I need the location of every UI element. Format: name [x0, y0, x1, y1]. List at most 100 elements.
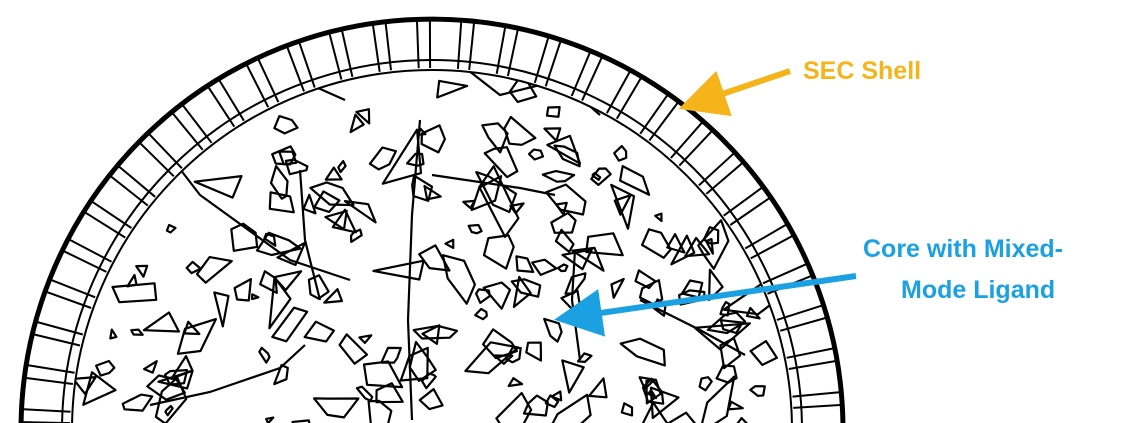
- core-pore: [359, 335, 371, 343]
- core-pore: [551, 213, 575, 233]
- core-pore: [96, 361, 114, 376]
- core-pore: [338, 161, 345, 172]
- core-pore: [373, 261, 423, 280]
- core-pore: [544, 128, 560, 140]
- porous-core: [73, 60, 782, 423]
- core-label-line-2: Mode Ligand: [901, 276, 1055, 304]
- core-pore: [526, 343, 541, 361]
- core-pore: [732, 418, 754, 423]
- core-pore: [728, 402, 742, 410]
- core-pore: [682, 281, 702, 298]
- core-pore: [516, 256, 533, 272]
- shell-segment-divider: [607, 72, 630, 113]
- core-pore: [270, 192, 294, 212]
- shell-segment-divider: [209, 87, 235, 126]
- shell-segment-divider: [173, 114, 203, 150]
- core-pore: [524, 396, 548, 416]
- core-channel: [455, 60, 600, 115]
- core-pore: [272, 308, 307, 342]
- core-pore: [640, 280, 662, 304]
- core-pore: [544, 319, 561, 342]
- core-pore: [73, 377, 95, 394]
- core-pore: [751, 341, 777, 365]
- shell-segment-divider: [86, 213, 126, 238]
- shell-segment-divider: [649, 103, 677, 141]
- shell-segment-divider: [679, 131, 711, 165]
- core-pore: [506, 348, 521, 363]
- core-pore: [286, 160, 308, 175]
- core-pore: [589, 378, 606, 397]
- core-pore: [235, 279, 251, 300]
- core-pore: [698, 220, 728, 268]
- core-pore: [304, 195, 316, 213]
- core-pore: [636, 270, 656, 288]
- core-pore: [381, 348, 400, 363]
- shell-segment-divider: [119, 167, 155, 197]
- core-pore: [504, 117, 535, 145]
- core-pore: [475, 309, 487, 319]
- core-pore: [369, 401, 392, 423]
- core-pore: [274, 271, 301, 290]
- core-pore: [700, 377, 735, 423]
- core-pore: [167, 225, 176, 233]
- shell-segment-divider: [52, 280, 96, 297]
- core-pore: [717, 366, 737, 383]
- shell-segment-divider: [724, 188, 762, 216]
- core-pore: [259, 348, 269, 363]
- core-pore: [195, 176, 242, 198]
- core-pore: [324, 289, 342, 302]
- core-pore: [556, 203, 567, 215]
- shell-segment-divider: [706, 163, 742, 194]
- core-pore: [356, 109, 369, 123]
- shell-segment-divider: [70, 240, 112, 262]
- core-pore: [144, 361, 157, 372]
- core-pore: [700, 377, 712, 390]
- core-pore: [197, 257, 232, 283]
- shell-segment-divider: [183, 106, 212, 143]
- core-pore: [178, 319, 216, 354]
- core-pore: [437, 81, 467, 98]
- core-pore: [562, 360, 583, 392]
- core-pore: [655, 214, 661, 221]
- core-pore: [443, 255, 475, 304]
- core-pore: [314, 398, 358, 417]
- shell-segment-divider: [745, 225, 786, 249]
- core-pore: [469, 225, 482, 233]
- core-channel: [432, 175, 555, 195]
- core-pore: [110, 330, 116, 339]
- core-pore: [484, 235, 514, 268]
- shell-segment-divider: [699, 154, 734, 186]
- core-pore: [136, 266, 147, 277]
- core-pore: [529, 150, 543, 160]
- core-pore: [642, 229, 671, 257]
- core-label-line-1: Core with Mixed-: [863, 235, 1063, 263]
- core-pore: [131, 330, 142, 335]
- core-pore: [532, 260, 556, 275]
- core-pore: [509, 378, 522, 386]
- shell-segment-divider: [93, 202, 132, 228]
- shell-segment-divider: [64, 251, 106, 272]
- core-pore: [123, 395, 153, 411]
- shell-segment-divider: [640, 95, 667, 133]
- core-channel: [150, 130, 350, 280]
- core-pore: [484, 283, 510, 309]
- core-pore: [266, 418, 273, 423]
- core-pores: [73, 73, 782, 423]
- core-pore: [252, 294, 258, 299]
- core-arrow: [566, 276, 856, 318]
- shell-segment-divider: [617, 78, 641, 118]
- core-pore: [340, 334, 367, 363]
- shell-segment-divider: [111, 177, 148, 206]
- core-pore: [214, 293, 228, 327]
- core-pore: [144, 313, 179, 332]
- core-pore: [370, 148, 396, 170]
- shell-segment-divider: [730, 198, 769, 225]
- core-pore: [621, 339, 665, 366]
- core-pore: [422, 125, 445, 152]
- shell-segment-divider: [220, 81, 244, 121]
- shell-segment-divider: [149, 134, 182, 168]
- core-pore: [750, 386, 765, 396]
- core-pore: [305, 322, 334, 342]
- core-pore: [614, 146, 626, 161]
- shell-segment-divider: [287, 47, 304, 91]
